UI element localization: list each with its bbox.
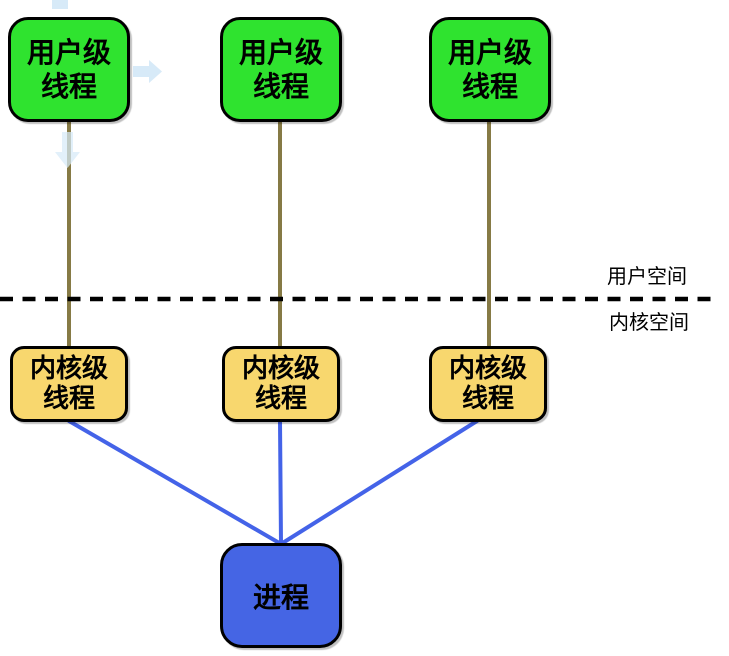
down-arrow-icon	[55, 132, 80, 168]
user-thread-box-1: 用户级 线程	[8, 17, 130, 122]
user-thread-box-3: 用户级 线程	[429, 17, 551, 122]
user-thread-box-2: 用户级 线程	[220, 17, 342, 122]
process-box: 进程	[220, 543, 342, 648]
kernel-thread-box-1: 内核级 线程	[10, 346, 128, 422]
right-arrow-icon	[133, 60, 162, 83]
user-space-label: 用户空间	[607, 266, 687, 288]
connector-kernel-process-3	[279, 419, 479, 546]
connector-kernel-process-1	[67, 419, 283, 546]
kernel-space-label: 内核空间	[609, 312, 689, 334]
connector-kernel-process-2	[278, 419, 283, 546]
partial-arrow-top-icon	[52, 0, 68, 9]
kernel-thread-box-2: 内核级 线程	[222, 346, 340, 422]
kernel-thread-box-3: 内核级 线程	[429, 346, 547, 422]
